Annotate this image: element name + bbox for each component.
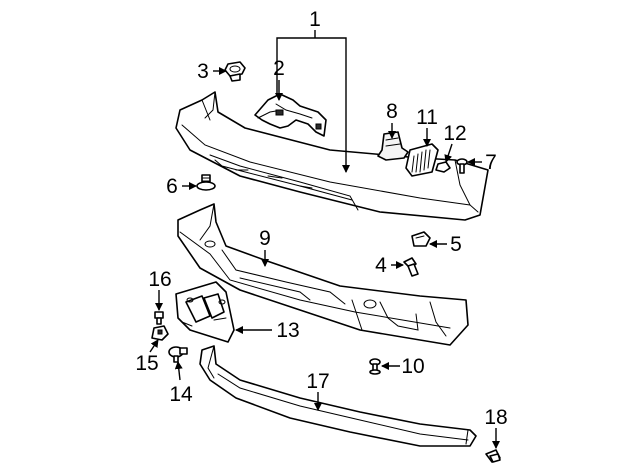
callout-5: 5 bbox=[450, 233, 462, 256]
support-part-8 bbox=[377, 131, 409, 161]
callout-14: 14 bbox=[169, 383, 193, 406]
callout-6: 6 bbox=[166, 175, 178, 198]
callout-labels: 1 2 3 4 5 6 7 8 9 10 11 12 13 14 15 16 1… bbox=[135, 8, 507, 429]
bolt-part-16 bbox=[154, 311, 164, 325]
leader-lines bbox=[149, 30, 500, 449]
push-pin-part-10 bbox=[369, 358, 381, 375]
callout-13: 13 bbox=[276, 319, 299, 342]
callout-17: 17 bbox=[306, 370, 329, 393]
callout-4: 4 bbox=[375, 254, 387, 277]
lower-valance bbox=[177, 203, 469, 346]
callout-16: 16 bbox=[148, 268, 171, 291]
callout-9: 9 bbox=[259, 227, 271, 250]
callout-3: 3 bbox=[197, 60, 209, 83]
callout-18: 18 bbox=[484, 406, 507, 429]
callout-12: 12 bbox=[443, 122, 466, 145]
push-pin-part-7 bbox=[456, 158, 468, 174]
bolt-part-18 bbox=[485, 449, 501, 463]
license-plate-bracket bbox=[175, 281, 235, 343]
clip-part-5 bbox=[411, 231, 431, 247]
callout-10: 10 bbox=[401, 355, 424, 378]
nut-part-15 bbox=[151, 325, 169, 341]
callout-15: 15 bbox=[135, 352, 158, 375]
callout-11: 11 bbox=[416, 106, 438, 129]
callout-8: 8 bbox=[386, 100, 398, 123]
bumper-bracket bbox=[254, 93, 327, 137]
bolt-part-4 bbox=[403, 257, 419, 277]
bolt-part-6 bbox=[196, 174, 216, 191]
callout-1: 1 bbox=[309, 8, 321, 31]
deflector-part-11 bbox=[405, 143, 439, 177]
lower-deflector bbox=[199, 345, 477, 447]
callout-2: 2 bbox=[273, 57, 285, 80]
callout-7: 7 bbox=[485, 151, 497, 174]
bolt-part-14 bbox=[168, 346, 188, 363]
bumper-face-bar bbox=[175, 91, 489, 221]
nut-part-3 bbox=[224, 61, 246, 82]
